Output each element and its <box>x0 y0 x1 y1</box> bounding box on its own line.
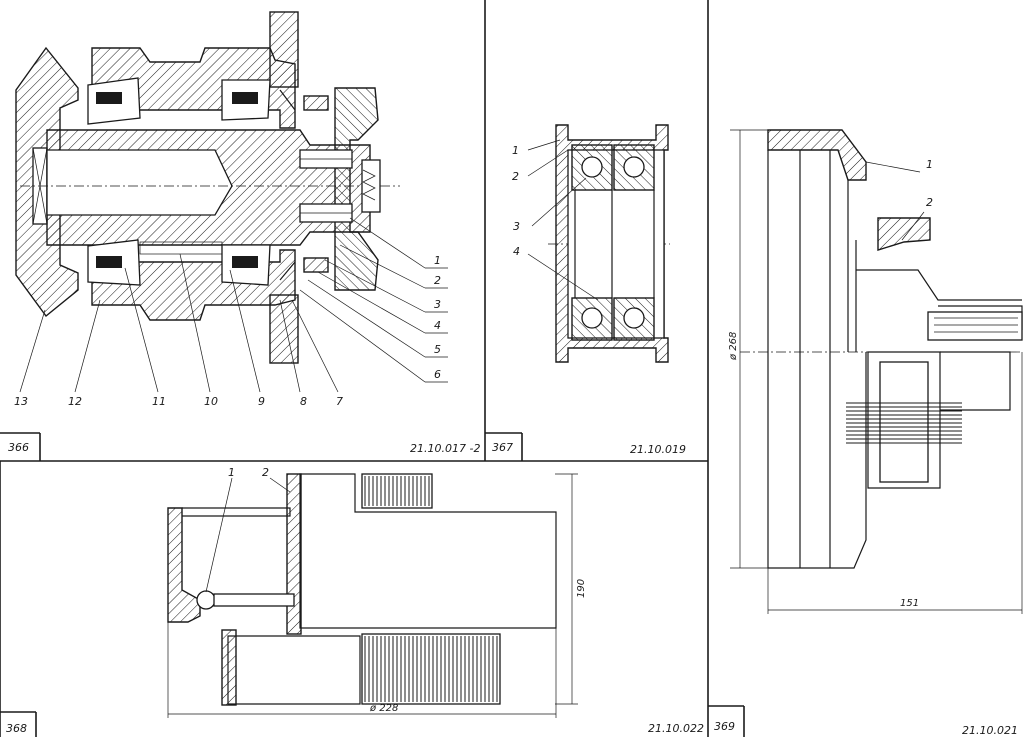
label-366-5: 5 <box>434 343 441 356</box>
panel-367-code: 21.10.019 <box>630 443 686 456</box>
label-369-2: 2 <box>926 196 933 209</box>
label-366-4: 4 <box>434 319 441 332</box>
dimension-368-diameter: ø 228 <box>369 703 398 714</box>
panel-367-number: 367 <box>492 441 513 454</box>
label-367-2: 2 <box>512 170 519 183</box>
dimension-369-length: 151 <box>900 598 919 609</box>
label-366-1: 1 <box>434 254 441 267</box>
panel-368-drawing <box>167 473 578 718</box>
label-368-2: 2 <box>262 466 269 479</box>
label-366-9: 9 <box>258 395 265 408</box>
panel-369-drawing <box>730 129 1023 614</box>
leader-lines-366 <box>19 217 448 393</box>
panel-368-labels: 1 2 190 ø 228 368 21.10.022 <box>6 466 704 735</box>
label-368-1: 1 <box>228 466 235 479</box>
label-366-13: 13 <box>14 395 28 408</box>
panel-366-drawing <box>15 11 448 393</box>
label-367-1: 1 <box>512 144 519 157</box>
label-369-1: 1 <box>926 158 933 171</box>
panel-366-number: 366 <box>8 441 29 454</box>
panel-369-code: 21.10.021 <box>962 724 1018 737</box>
panel-369-labels: 1 2 ø 268 151 369 21.10.021 <box>714 158 1018 737</box>
panel-367-drawing <box>527 124 670 363</box>
label-366-6: 6 <box>434 368 441 381</box>
label-366-7: 7 <box>336 395 343 408</box>
dimension-368-height: 190 <box>576 579 587 598</box>
label-366-12: 12 <box>68 395 82 408</box>
panel-369-number: 369 <box>714 720 735 733</box>
label-366-8: 8 <box>300 395 307 408</box>
panel-frames <box>0 0 745 737</box>
panel-368-number: 368 <box>6 722 27 735</box>
label-366-10: 10 <box>204 395 218 408</box>
panel-366-code: 21.10.017 -2 <box>410 442 480 455</box>
label-367-4: 4 <box>513 245 520 258</box>
roller-row <box>96 92 258 104</box>
label-366-11: 11 <box>152 395 166 408</box>
label-366-3: 3 <box>434 298 441 311</box>
label-366-2: 2 <box>434 274 441 287</box>
panel-368-code: 21.10.022 <box>648 722 704 735</box>
dimension-369-diameter: ø 268 <box>728 332 739 361</box>
panel-366-labels: 1 2 3 4 5 6 7 8 9 10 11 12 13 366 21.10.… <box>8 254 480 455</box>
label-367-3: 3 <box>513 220 520 233</box>
panel-367-labels: 1 2 3 4 367 21.10.019 <box>492 144 686 456</box>
